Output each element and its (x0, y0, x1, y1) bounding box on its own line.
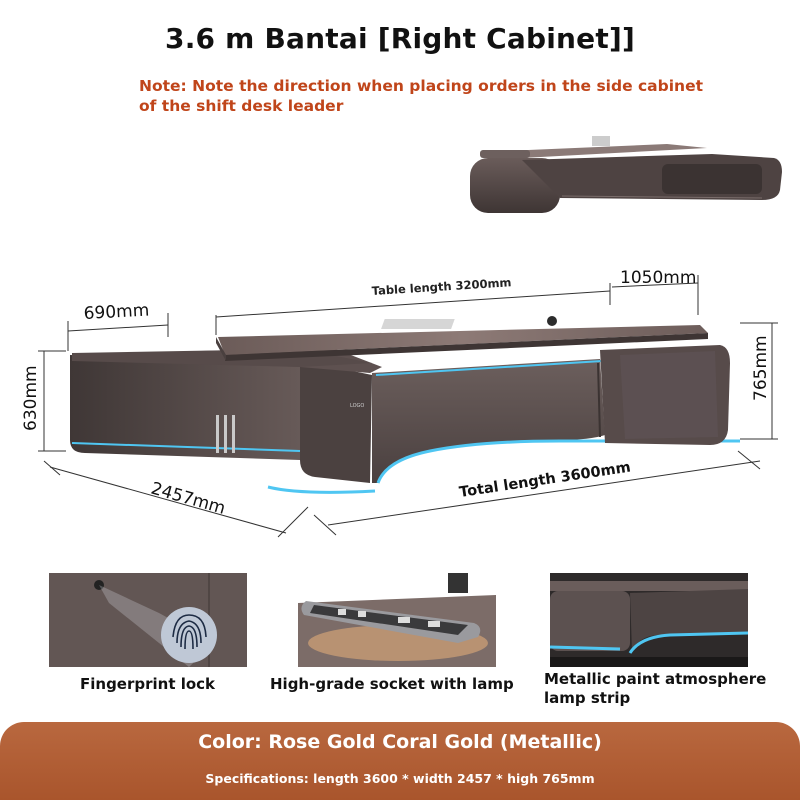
dim-total-length: Total length 3600mm (458, 460, 632, 501)
dim-height-right: 765mm (751, 335, 771, 401)
lamp-strip-image (550, 573, 748, 667)
feature-caption-lamp-strip-line-1: Metallic paint atmosphere (544, 670, 767, 688)
dim-table-length: Table length 3200mm (371, 275, 512, 298)
left-cabinet: LOGO (70, 355, 372, 483)
feature-caption-lamp-strip: Metallic paint atmosphere lamp strip (544, 670, 766, 708)
page-title: 3.6 m Bantai [Right Cabinet]] (165, 22, 635, 55)
lamp-strip-icon (550, 631, 748, 654)
dim-depth-left: 690mm (83, 301, 150, 324)
fingerprint-icon (172, 614, 207, 650)
desk-dimension-drawing: LOGO (21, 268, 778, 538)
order-note-line-1: Note: Note the direction when placing or… (139, 77, 703, 95)
feature-caption-lamp-strip-line-2: lamp strip (544, 689, 631, 707)
feature-caption-socket: High-grade socket with lamp (270, 675, 514, 693)
feature-caption-fingerprint: Fingerprint lock (80, 675, 216, 693)
socket-with-lamp-image (298, 573, 496, 667)
svg-text:LOGO: LOGO (350, 403, 364, 409)
color-label: Color: Rose Gold Coral Gold (Metallic) (198, 731, 602, 753)
order-note: Note: Note the direction when placing or… (139, 76, 739, 116)
color-spec-banner: Color: Rose Gold Coral Gold (Metallic) S… (0, 722, 800, 800)
desk-preview-image (470, 136, 782, 213)
socket-icon (301, 601, 481, 643)
dim-height-left: 630mm (21, 365, 41, 431)
order-note-line-2: of the shift desk leader (139, 97, 344, 115)
fingerprint-lock-image (49, 573, 247, 667)
specifications-label: Specifications: length 3600 * width 2457… (205, 771, 595, 786)
dim-side-length: 2457mm (149, 479, 228, 519)
dim-depth-right: 1050mm (620, 268, 696, 288)
dimension-lines (38, 275, 778, 538)
